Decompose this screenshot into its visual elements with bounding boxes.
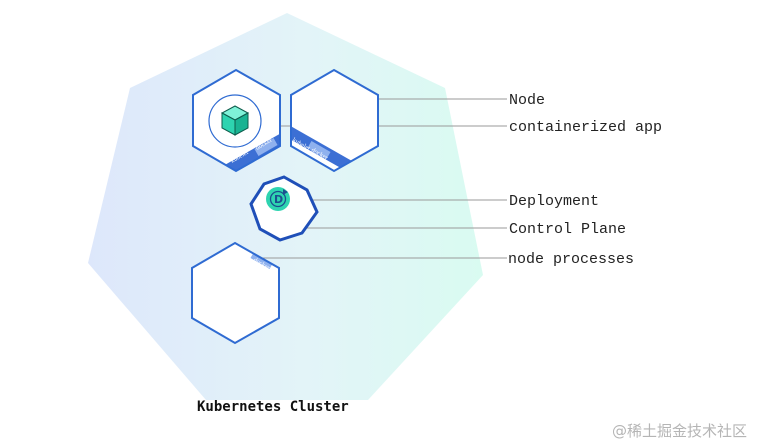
node-2: kubelet docker [290,68,379,173]
node-1-runtime-tag [254,138,278,156]
label-node-processes: node processes [508,251,634,268]
label-containerized-app: containerized app [509,119,662,136]
cube-icon [220,105,250,136]
node-2-runtime-tag [307,141,331,159]
pod-ring [208,94,262,148]
deployment-icon: D [266,187,290,211]
label-node: Node [509,92,545,109]
deployment-glyph: D [274,193,283,206]
label-deployment: Deployment [509,193,599,210]
label-control-plane: Control Plane [509,221,626,238]
control-plane: D [249,175,319,242]
node-1: kubelet docker [192,68,281,173]
watermark: @稀土掘金技术社区 [612,422,747,440]
cluster-title: Kubernetes Cluster [197,399,349,415]
